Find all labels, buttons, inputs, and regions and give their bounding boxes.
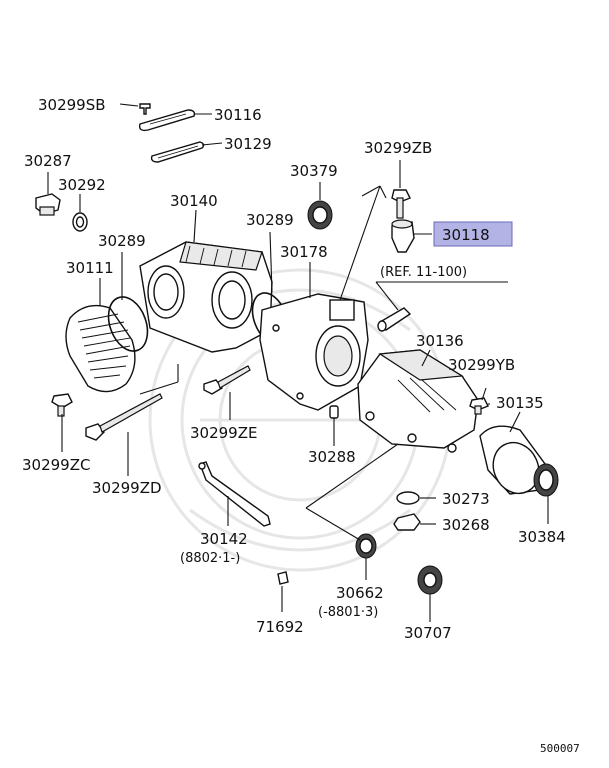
part-30299zb-bolt[interactable]	[391, 189, 411, 219]
part-30136-extension-housing[interactable]	[357, 349, 479, 453]
label-30292[interactable]: 30292	[58, 176, 106, 194]
label-30142[interactable]: 30142	[200, 530, 248, 548]
part-30707-plug[interactable]	[417, 565, 443, 595]
part-30111-cover[interactable]	[65, 304, 136, 393]
part-30178-case[interactable]	[259, 293, 369, 411]
part-30273-oring[interactable]	[396, 491, 420, 505]
part-30288-pin[interactable]	[329, 405, 339, 419]
highlight-box-30118	[433, 221, 513, 247]
part-30662-seal[interactable]	[355, 533, 377, 559]
part-30384-oil-seal[interactable]	[533, 463, 559, 497]
label-30299zd[interactable]: 30299ZD	[92, 479, 162, 497]
label-30289-left[interactable]: 30289	[98, 232, 146, 250]
part-30379-oil-seal[interactable]	[307, 200, 333, 230]
label-30299sb[interactable]: 30299SB	[38, 96, 106, 114]
part-30268-plug[interactable]	[393, 513, 421, 531]
label-30136[interactable]: 30136	[416, 332, 464, 350]
figure-code: 500007	[540, 742, 580, 755]
label-30299yb[interactable]: 30299YB	[448, 356, 515, 374]
leader-lines	[47, 103, 549, 622]
label-30289-right[interactable]: 30289	[246, 211, 294, 229]
label-30288[interactable]: 30288	[308, 448, 356, 466]
label-30268[interactable]: 30268	[442, 516, 490, 534]
label-30118[interactable]: 30118	[442, 226, 490, 244]
label-30662-note: (-8801·3)	[318, 605, 378, 620]
part-30140-housing[interactable]	[139, 241, 273, 353]
label-30287[interactable]: 30287	[24, 152, 72, 170]
label-30379[interactable]: 30379	[290, 162, 338, 180]
part-30292-washer[interactable]	[72, 212, 88, 232]
label-30111[interactable]: 30111	[66, 259, 114, 277]
part-30299zd-long-bolt[interactable]	[85, 393, 163, 441]
part-30299ze-bolt[interactable]	[203, 365, 251, 395]
part-30129-gasket[interactable]	[150, 141, 205, 163]
part-30299sb-screw[interactable]	[139, 103, 151, 115]
part-30116-plate[interactable]	[138, 109, 196, 132]
label-30384[interactable]: 30384	[518, 528, 566, 546]
label-30129[interactable]: 30129	[224, 135, 272, 153]
part-30299zc-bolt[interactable]	[51, 393, 73, 417]
part-30289-oring-left[interactable]	[102, 292, 155, 357]
label-30707[interactable]: 30707	[404, 624, 452, 642]
label-30273[interactable]: 30273	[442, 490, 490, 508]
label-30140[interactable]: 30140	[170, 192, 218, 210]
label-30142-note: (8802·1-)	[180, 551, 240, 566]
part-71692-label[interactable]	[277, 571, 289, 585]
label-30299ze[interactable]: 30299ZE	[190, 424, 257, 442]
label-30299zc[interactable]: 30299ZC	[22, 456, 90, 474]
label-30135[interactable]: 30135	[496, 394, 544, 412]
part-30118-breather[interactable]	[391, 219, 415, 253]
label-30116[interactable]: 30116	[214, 106, 262, 124]
label-ref-11-100[interactable]: (REF. 11-100)	[380, 265, 467, 280]
label-71692[interactable]: 71692	[256, 618, 304, 636]
label-30662[interactable]: 30662	[336, 584, 384, 602]
label-30178[interactable]: 30178	[280, 243, 328, 261]
label-30299zb[interactable]: 30299ZB	[364, 139, 432, 157]
part-ref-11-100-pin[interactable]	[377, 307, 412, 332]
part-30142-wire[interactable]	[198, 461, 271, 527]
part-30287-plug[interactable]	[35, 193, 61, 216]
